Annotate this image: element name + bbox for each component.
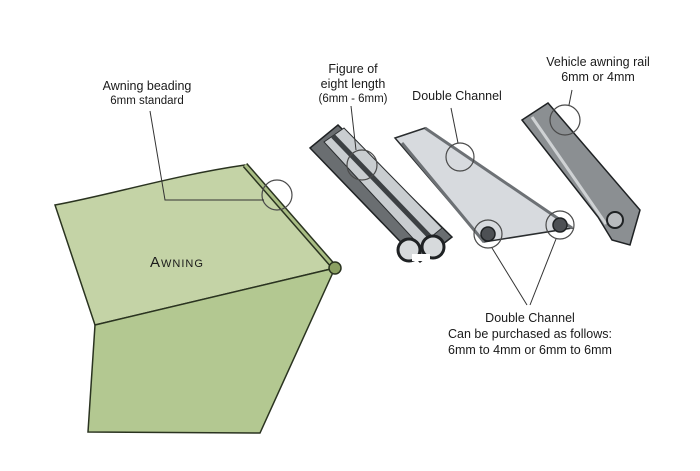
callout-beading: [261, 179, 293, 211]
awning-fabric: [54, 163, 342, 434]
callout-channel-right: [545, 210, 575, 240]
vehicle-awning-rail: [520, 102, 641, 246]
callout-double-channel: [445, 142, 475, 172]
label-awning-beading: Awning beading 6mm standard: [82, 79, 212, 109]
awning-front-panel: [87, 266, 337, 434]
callout-rail: [549, 104, 581, 136]
rail-groove-end: [606, 211, 624, 229]
label-purchase-options: Double Channel Can be purchased as follo…: [420, 310, 640, 358]
double-channel-title: Double Channel: [412, 89, 502, 103]
label-figure-eight: Figure of eight length (6mm - 6mm): [298, 62, 408, 107]
label-double-channel: Double Channel: [392, 89, 522, 104]
label-vehicle-rail: Vehicle awning rail 6mm or 4mm: [528, 55, 668, 85]
leader-lines: [149, 89, 573, 306]
beading-title: Awning beading: [102, 79, 192, 93]
callout-figure-eight: [346, 149, 378, 181]
callouts: [261, 104, 581, 249]
purchase-line1: Double Channel: [485, 311, 575, 325]
awning-label: Awning: [150, 254, 204, 271]
fig8-line1: Figure of: [328, 62, 378, 76]
figure-eight-extrusion: [308, 123, 454, 264]
purchase-line3: 6mm to 4mm or 6mm to 6mm: [448, 343, 612, 357]
fig8-line3: (6mm - 6mm): [318, 93, 388, 105]
fig8-line2: eight length: [320, 77, 386, 91]
beading-end: [328, 261, 342, 275]
rail-line2: 6mm or 4mm: [561, 70, 635, 84]
callout-channel-left: [473, 219, 503, 249]
beading-subtitle: 6mm standard: [110, 95, 184, 107]
rail-line1: Vehicle awning rail: [546, 55, 650, 69]
double-channel-extrusion: [393, 126, 574, 243]
purchase-line2: Can be purchased as follows:: [448, 327, 612, 341]
awning-top-panel: [54, 164, 337, 326]
